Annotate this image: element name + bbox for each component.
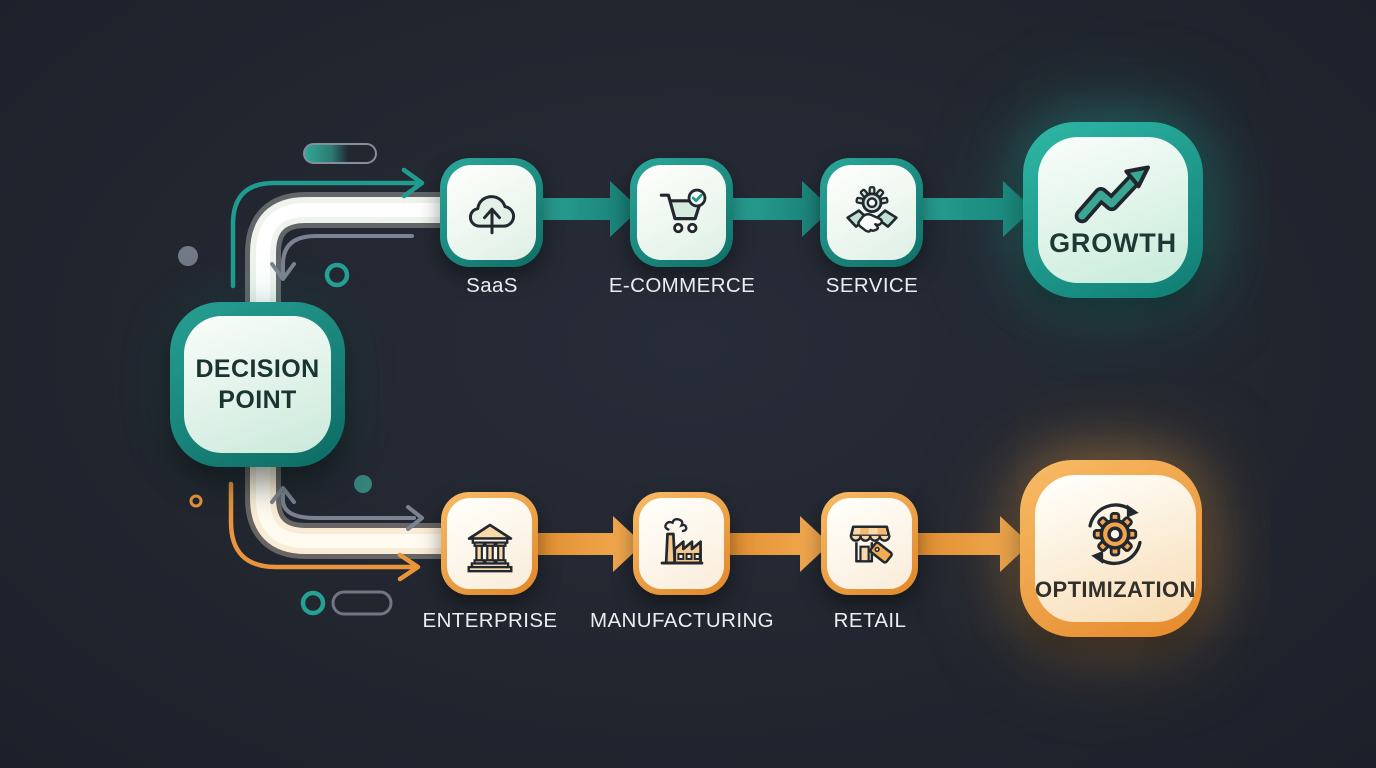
step-label-ecommerce: E-COMMERCE	[608, 274, 756, 297]
step-label-enterprise: ENTERPRISE	[422, 609, 558, 632]
gray-curve-arrow-bottom	[270, 486, 424, 531]
dot-decoration	[354, 475, 372, 493]
node-manufacturing	[633, 492, 730, 595]
node-decision-point: DECISION POINT	[170, 302, 345, 467]
ring-decoration	[300, 590, 326, 616]
storefront-tag-icon	[849, 525, 893, 564]
step-label-service: SERVICE	[825, 274, 919, 297]
gray-curve-arrow-top	[270, 234, 414, 281]
block-arrows-bottom	[527, 516, 1030, 572]
step-label-retail: RETAIL	[833, 609, 907, 632]
progress-pill-decoration	[303, 143, 377, 164]
factory-icon	[660, 517, 703, 564]
node-enterprise	[441, 492, 538, 595]
shopping-cart-icon	[659, 188, 706, 233]
teal-curve-arrow	[230, 167, 425, 289]
ring-decoration	[189, 494, 203, 508]
orange-curve-arrow	[228, 481, 421, 582]
node-optimization: OPTIMIZATION	[1020, 460, 1202, 637]
node-saas	[440, 158, 543, 267]
trending-up-icon	[1074, 164, 1150, 223]
decision-point-label: DECISION POINT	[195, 355, 320, 414]
ring-decoration	[324, 262, 350, 288]
ribbon-top	[245, 192, 470, 348]
node-ecommerce	[630, 158, 733, 267]
node-retail	[821, 492, 918, 595]
gear-cycle-icon	[1088, 502, 1143, 565]
node-growth: GROWTH	[1023, 122, 1203, 298]
dot-decoration	[178, 246, 198, 266]
step-label-manufacturing: MANUFACTURING	[589, 609, 774, 632]
ribbon-bottom	[245, 422, 470, 559]
bank-icon	[467, 523, 512, 572]
handshake-gear-icon	[845, 185, 898, 233]
optimization-label: OPTIMIZATION	[1035, 576, 1196, 602]
cloud-upload-icon	[468, 194, 515, 234]
step-label-saas: SaaS	[466, 274, 518, 297]
node-service	[820, 158, 923, 267]
pill-outline-decoration	[331, 590, 393, 616]
block-arrows-top	[532, 181, 1033, 237]
growth-label: GROWTH	[1049, 227, 1177, 258]
